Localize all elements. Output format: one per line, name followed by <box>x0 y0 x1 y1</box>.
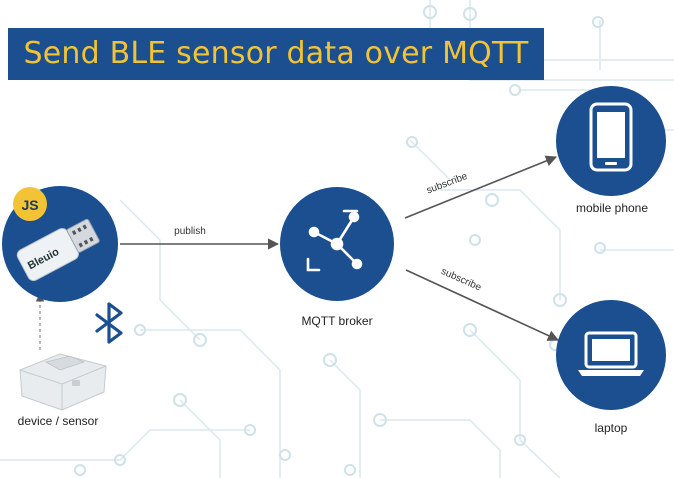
node-sensor: device / sensor <box>18 353 107 428</box>
sensor-device-icon <box>19 353 107 411</box>
js-badge-text: JS <box>21 197 38 213</box>
usb-dongle-icon: Bleuio <box>16 218 100 282</box>
bluetooth-icon <box>95 302 123 344</box>
edge-subscribe-laptop: subscribe <box>405 266 560 341</box>
page-title: Send BLE sensor data over MQTT <box>23 36 529 71</box>
node-laptop: laptop <box>556 300 666 435</box>
mqtt-hub-icon <box>306 209 363 272</box>
laptop-icon <box>578 331 644 376</box>
node-phone: mobile phone <box>556 86 666 215</box>
node-label-sensor: device / sensor <box>18 414 99 428</box>
mobile-phone-icon <box>589 102 633 172</box>
edge-publish: publish <box>120 226 280 250</box>
node-bleuio: Bleuio JS <box>2 186 118 302</box>
edge-label-subscribe-laptop: subscribe <box>439 266 483 294</box>
node-label-phone: mobile phone <box>576 201 648 215</box>
title-banner: Send BLE sensor data over MQTT <box>8 28 544 80</box>
node-label-laptop: laptop <box>595 421 628 435</box>
js-badge-icon: JS <box>13 187 47 221</box>
node-broker: MQTT broker <box>280 187 394 328</box>
edge-label-subscribe-phone: subscribe <box>425 171 469 197</box>
edge-subscribe-phone: subscribe <box>404 155 558 219</box>
node-label-broker: MQTT broker <box>301 314 372 328</box>
edge-label-publish: publish <box>174 226 206 237</box>
